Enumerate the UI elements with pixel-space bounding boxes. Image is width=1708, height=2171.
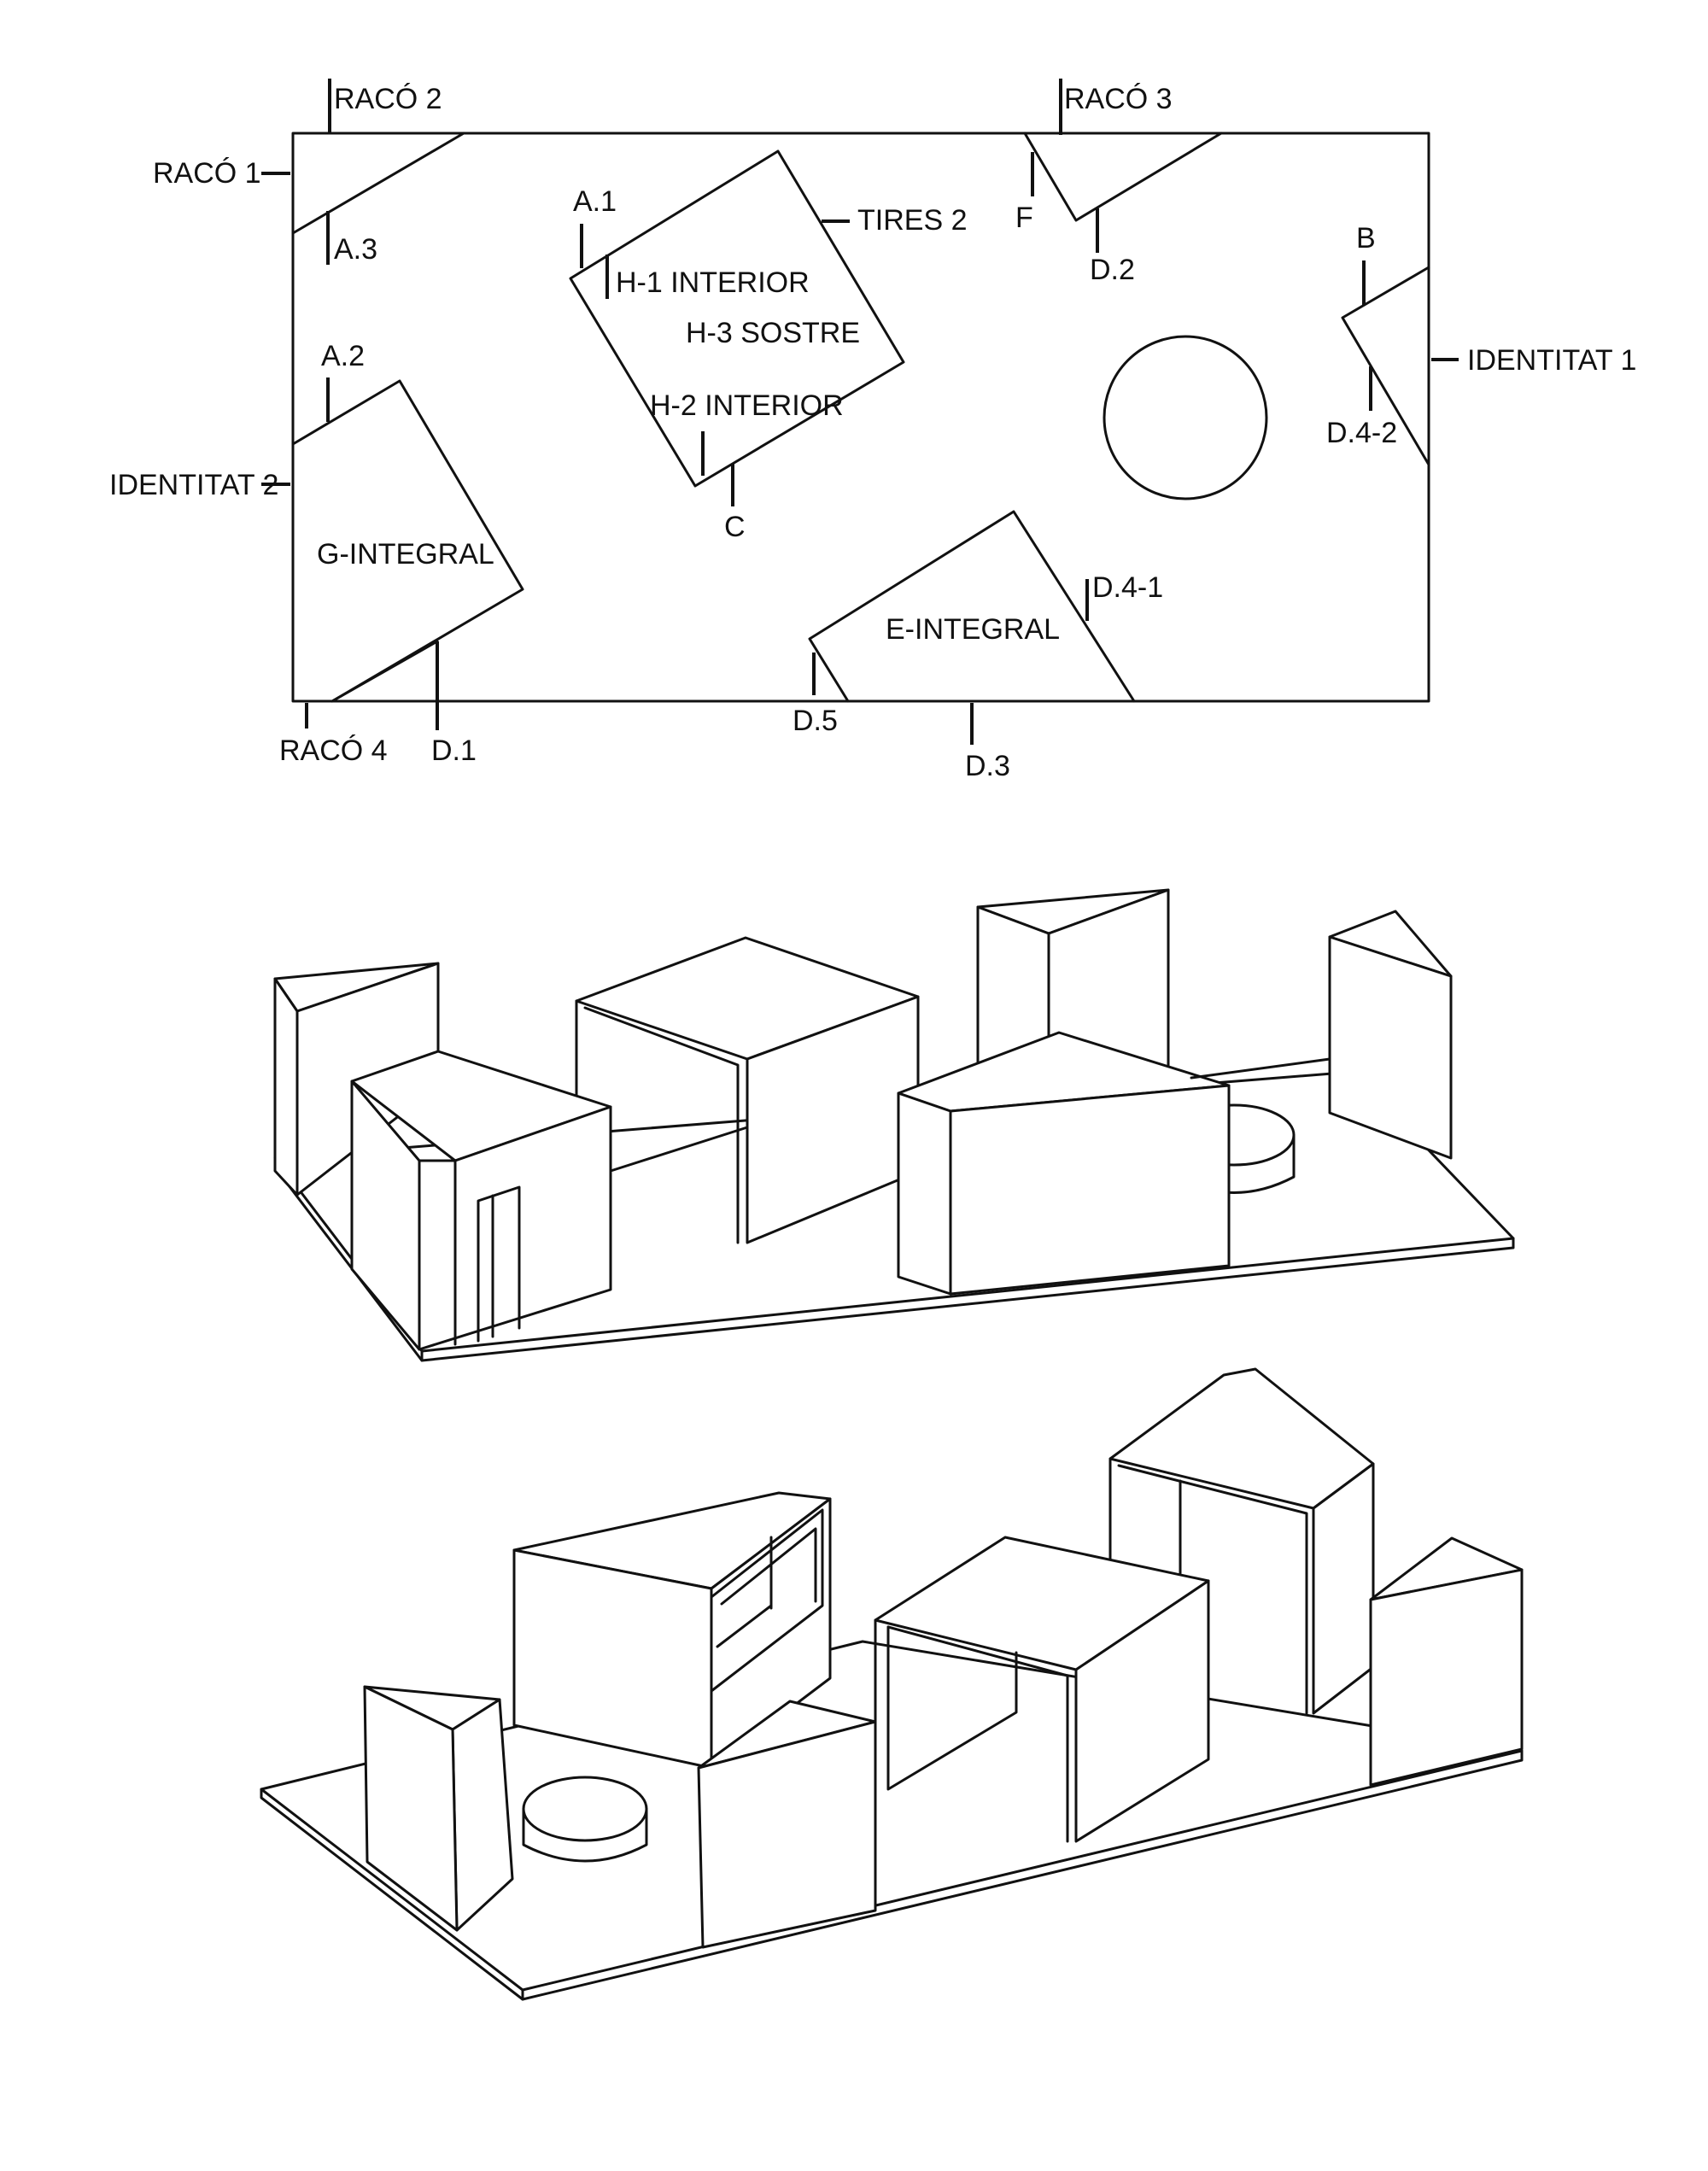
b-module-outline (1341, 266, 1430, 466)
corner-1-2-panel (291, 132, 465, 235)
label-raco3: RACÓ 3 (1064, 83, 1173, 115)
h2-module-right-wall (1074, 1579, 1210, 1843)
axonometric-view-1 (273, 888, 1515, 1362)
h-module-inner (583, 1006, 740, 1244)
label-d41: D.4-1 (1092, 571, 1163, 604)
label-raco4: RACÓ 4 (279, 734, 388, 767)
box-right (710, 1497, 832, 1770)
label-a1: A.1 (573, 185, 617, 218)
label-h3: H-3 SOSTRE (686, 317, 860, 349)
label-c: C (724, 511, 746, 543)
axonometric-view-2 (260, 1367, 1524, 2001)
plan-outline (291, 132, 1430, 703)
h2-module-back (886, 1625, 1018, 1791)
e-module-front (949, 1084, 1231, 1296)
label-d5: D.5 (793, 705, 838, 737)
label-identitat1: IDENTITAT 1 (1467, 344, 1636, 377)
e-module-outline (808, 510, 1136, 703)
e2-module-front (697, 1720, 877, 1949)
label-b: B (1356, 222, 1376, 255)
g-module-front (418, 1105, 612, 1351)
plan-circle (1103, 335, 1268, 500)
f-module-right-wall (1312, 1462, 1375, 1715)
back-wall-line-2 (609, 1126, 749, 1173)
label-d3: D.3 (965, 750, 1010, 782)
box-window-inner (720, 1527, 817, 1606)
label-a2: A.2 (321, 340, 365, 372)
g-module-door (477, 1185, 521, 1343)
h2-module-inner (886, 1625, 1069, 1843)
back-wall-line-1 (1190, 1057, 1331, 1080)
label-d42: D.4-2 (1326, 417, 1397, 449)
corner-3-panel (1023, 132, 1223, 222)
prism-right-front (1328, 935, 1453, 1160)
plan-view: RACÓ 2 RACÓ 1 A.3 RACÓ 3 F D.2 A.1 H-1 I… (109, 79, 1636, 782)
plinth-2-side (522, 1807, 648, 1863)
h-module-outline (569, 149, 905, 488)
label-a3: A.3 (334, 233, 377, 266)
e-module-left (897, 1091, 952, 1296)
label-gintegral: G-INTEGRAL (317, 538, 494, 571)
label-eintegral: E-INTEGRAL (886, 613, 1060, 646)
label-identitat2: IDENTITAT 2 (109, 469, 278, 501)
label-raco1: RACÓ 1 (153, 157, 261, 190)
label-tires2: TIRES 2 (857, 204, 967, 237)
label-h1: H-1 INTERIOR (616, 266, 810, 299)
label-h2: H-2 INTERIOR (650, 389, 844, 422)
label-d2: D.2 (1090, 254, 1135, 286)
prism-l2-side (363, 1685, 459, 1932)
box-window (710, 1508, 824, 1693)
prism-r2-front (1369, 1568, 1524, 1787)
label-d1: D.1 (431, 734, 477, 767)
g-module-outline (291, 379, 524, 703)
label-raco2: RACÓ 2 (334, 83, 442, 115)
f-module-roof (1108, 1367, 1375, 1510)
label-f: F (1015, 202, 1033, 234)
box-window-shelf (716, 1604, 773, 1648)
prism-left-side (273, 977, 299, 1197)
plinth-2-top (522, 1776, 648, 1842)
